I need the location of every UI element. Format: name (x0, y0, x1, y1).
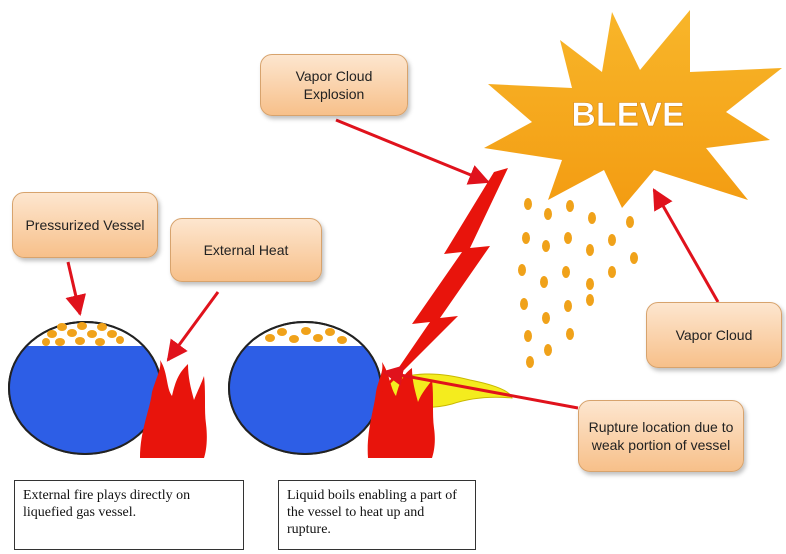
vessel-middle (220, 322, 390, 466)
callout-rupture-location: Rupture location due to weak portion of … (578, 400, 744, 472)
caption-middle: Liquid boils enabling a part of the vess… (278, 480, 476, 550)
callout-external-heat: External Heat (170, 218, 322, 282)
callout-vapor-cloud-explosion: Vapor Cloud Explosion (260, 54, 408, 116)
vapor-cloud-droplets (518, 198, 638, 368)
caption-left: External fire plays directly on liquefie… (14, 480, 244, 550)
arrow-pressurized-vessel (68, 262, 80, 314)
callout-vapor-cloud: Vapor Cloud (646, 302, 782, 368)
arrow-vapor-cloud (654, 190, 718, 302)
bleve-label: BLEVE (571, 96, 684, 134)
lightning-bolt (382, 168, 508, 392)
arrow-vapor-cloud-explosion (336, 120, 488, 182)
arrow-external-heat (168, 292, 218, 360)
callout-pressurized-vessel: Pressurized Vessel (12, 192, 158, 258)
